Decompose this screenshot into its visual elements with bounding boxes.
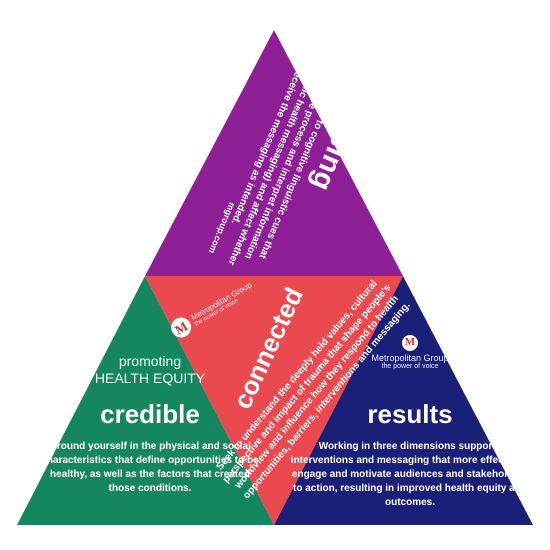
results-title-block: results <box>367 398 453 429</box>
metropolitan-group-logo-icon: M <box>402 334 418 351</box>
results-logo-tagline: the power of voice <box>381 362 439 370</box>
credible-body: Ground yourself in the physical and soci… <box>41 441 259 494</box>
credible-body-block: Ground yourself in the physical and soci… <box>41 441 259 494</box>
results-logo-name: Metropolitan Group <box>371 352 449 363</box>
credible-title-block: credible <box>100 398 200 429</box>
convincing-segment <box>145 30 403 276</box>
results-title: results <box>367 398 453 429</box>
results-body-block: Working in three dimensions supports int… <box>290 441 530 508</box>
credible-subtitle-health-equity: HEALTH EQUITY <box>94 370 206 386</box>
credible-segment <box>17 276 274 525</box>
results-body: Working in three dimensions supports int… <box>290 441 530 508</box>
credible-subtitle-block: promoting HEALTH EQUITY <box>94 353 206 386</box>
connected-segment <box>145 276 403 525</box>
credible-subtitle-promoting: promoting <box>118 353 182 369</box>
credible-title: credible <box>100 398 200 429</box>
results-segment <box>274 276 533 525</box>
results-logo: M Metropolitan Group the power of voice <box>371 334 449 370</box>
